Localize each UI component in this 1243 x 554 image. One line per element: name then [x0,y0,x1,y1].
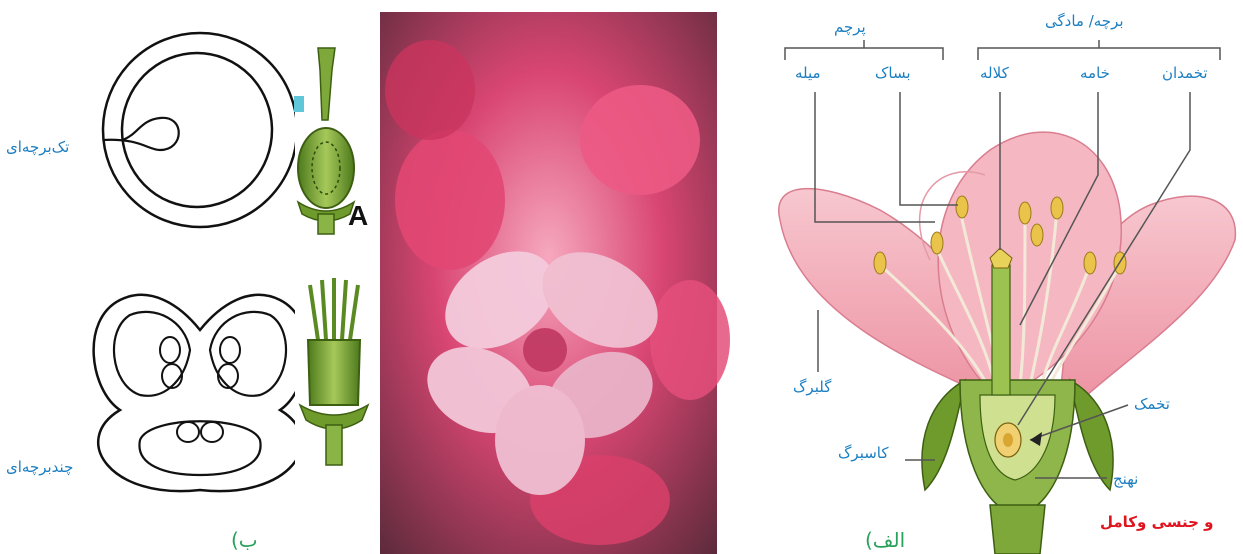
label-stamen-group: پرچم [834,20,866,35]
label-ovary: تخمدان [1162,66,1208,81]
caption-a: الف) [865,530,905,550]
label-petal: گلبرگ [793,380,831,395]
flower-photo [380,12,730,554]
flower-diagram [779,132,1236,554]
multi-carpel-pistil [295,272,387,472]
letter-fragment: A [348,200,368,232]
label-stigma: کلاله [980,66,1009,81]
label-pistil-group: برچه/ مادگی [1045,14,1124,29]
label-filament: میله [795,66,821,81]
label-multi-carpel: چندبرچه‌ای [6,460,73,475]
label-ovule: تخمک [1134,397,1170,412]
side-text-fragment: و جنسی وکامل [1100,515,1214,530]
label-receptacle: نهنج [1113,472,1138,487]
multi-carpel-diagram [94,295,307,491]
single-carpel-diagram [103,33,297,227]
caption-b: ب) [231,530,258,550]
label-sepal: کاسبرگ [838,446,889,461]
label-single-carpel: تک‌برچه‌ای [6,140,69,155]
label-anther: بساک [875,66,911,81]
label-style: خامه [1080,66,1110,81]
